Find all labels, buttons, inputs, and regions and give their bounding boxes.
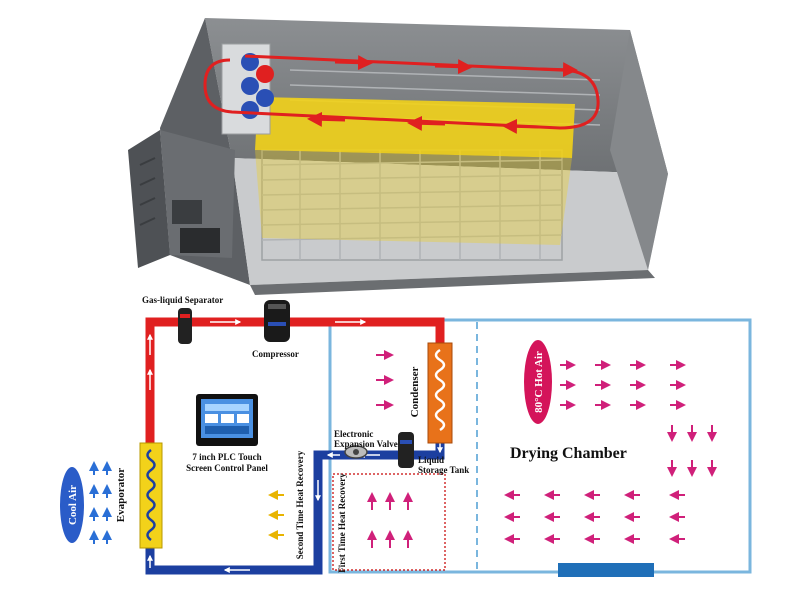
air-flow-arrow xyxy=(334,55,373,71)
drying-room-3d-illustration xyxy=(128,18,668,295)
chamber-duct xyxy=(558,563,654,577)
air-flow-arrow xyxy=(407,115,446,131)
tank-icon xyxy=(398,432,414,468)
first-recovery-arrows xyxy=(367,492,413,548)
fan-icon xyxy=(241,101,259,119)
cool-air-badge: Cool Air xyxy=(60,467,84,543)
air-flow-arrow xyxy=(539,62,578,78)
separator-icon xyxy=(178,308,192,344)
second-heat-recovery-label: Second Time Heat Recovery xyxy=(295,450,305,559)
tank-label-line2: Storage Tank xyxy=(418,465,469,475)
tank-label-line1: Liquid xyxy=(418,455,444,465)
evaporator-coil xyxy=(139,442,163,549)
room-right-wall xyxy=(610,30,668,270)
first-heat-recovery-zone xyxy=(332,473,446,571)
hot-air-label: 80°C Hot Air xyxy=(533,351,545,413)
heat-pump-unit xyxy=(128,130,235,268)
compressor-icon xyxy=(264,300,290,342)
air-flow-arrow xyxy=(502,118,541,134)
valve-icon xyxy=(344,445,368,459)
air-flow-arrow xyxy=(434,59,473,75)
second-recovery-arrows xyxy=(268,490,284,540)
hot-air-arrows-left xyxy=(376,350,394,410)
fan-icon xyxy=(256,89,274,107)
plc-label-line1: 7 inch PLC Touch xyxy=(192,452,261,462)
condenser-coil xyxy=(427,342,453,444)
drying-chamber-outline xyxy=(328,318,752,574)
cool-air-arrows xyxy=(89,461,112,544)
valve-label-line2: Expansion Valve xyxy=(334,439,398,449)
air-circulation-loop xyxy=(203,54,600,130)
evaporator-label: Evaporator xyxy=(115,468,127,523)
room-front-edge xyxy=(250,270,655,295)
touch-panel-icon[interactable] xyxy=(196,394,258,446)
hot-air-arrows-chamber xyxy=(504,360,717,544)
air-flow-arrow xyxy=(307,111,346,127)
air-baffle-lower xyxy=(255,150,572,245)
gas-liquid-separator-label: Gas-liquid Separator xyxy=(142,295,223,305)
hot-refrigerant-pipe xyxy=(145,317,445,445)
condenser-label: Condenser xyxy=(409,367,421,418)
drying-chamber-label: Drying Chamber xyxy=(510,445,627,462)
fan-icon xyxy=(256,65,274,83)
compressor-label: Compressor xyxy=(252,349,299,359)
fan-icon xyxy=(241,77,259,95)
plc-label-line2: Screen Control Panel xyxy=(186,463,268,473)
cool-air-label: Cool Air xyxy=(67,485,79,525)
first-heat-recovery-label: First Time Heat Recovery xyxy=(337,473,347,573)
valve-label-line1: Electronic xyxy=(334,429,373,439)
refrigeration-schematic: 80°C Hot Air Cool Air Gas-liquid Separat… xyxy=(60,295,752,577)
hot-air-badge: 80°C Hot Air xyxy=(524,340,552,424)
